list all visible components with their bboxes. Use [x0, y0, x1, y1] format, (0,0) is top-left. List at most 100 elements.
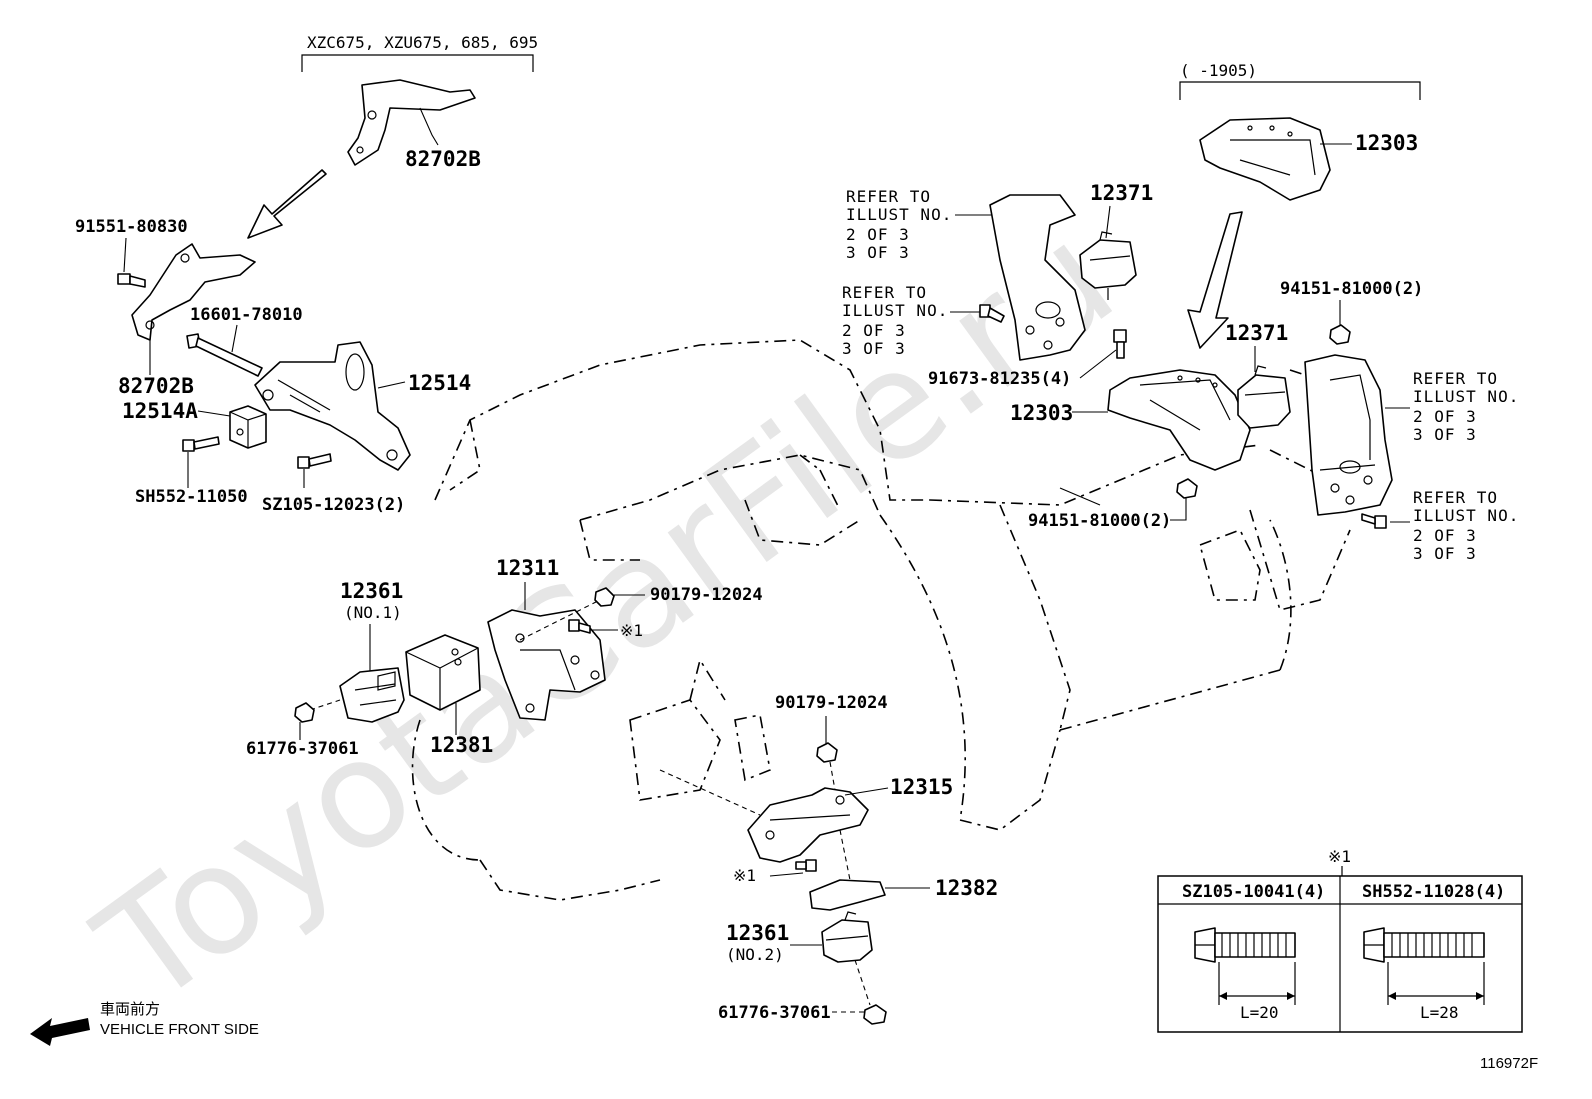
group-label-right: ( -1905): [1180, 61, 1257, 80]
bolt-SZ105-12023: [297, 453, 332, 488]
insulator-12371-b: [1237, 365, 1291, 429]
bolt-spec-table: ※1 SZ105-10041(4) SH552-11028(4) L=20 L=…: [1157, 847, 1523, 1033]
spacer-12514A: [197, 405, 267, 449]
refer-block-2: REFER TO ILLUST NO. 2 OF 3 3 OF 3: [842, 283, 980, 358]
cushion-12382: [809, 879, 930, 911]
label-12382: 12382: [935, 876, 998, 900]
insulator-12361-no2: [790, 911, 873, 963]
svg-text:ILLUST NO.: ILLUST NO.: [1413, 387, 1519, 406]
label-12303: 12303: [1010, 401, 1073, 425]
bracket-refer-3: [1304, 354, 1393, 516]
mount-12303-top: [1199, 117, 1352, 201]
bracket-refer-1: [989, 194, 1086, 361]
group-bracket-left: XZC675, XZU675, 685, 695: [301, 33, 538, 72]
table-col2-length: L=28: [1420, 1003, 1459, 1022]
label-12371-a: 12371: [1090, 181, 1153, 205]
nut-61776-b: [832, 1004, 887, 1025]
svg-text:3 OF 3: 3 OF 3: [1413, 425, 1477, 444]
mount-12303: [1072, 369, 1251, 471]
svg-text:ILLUST NO.: ILLUST NO.: [842, 301, 948, 320]
label-82702B-top: 82702B: [405, 147, 481, 171]
nut-90179-a: [594, 587, 645, 607]
bolt-16601: [186, 324, 263, 377]
front-side-indicator: 車両前方 VEHICLE FRONT SIDE: [30, 1001, 259, 1046]
svg-text:2 OF 3: 2 OF 3: [846, 225, 910, 244]
label-12514: 12514: [408, 371, 471, 395]
group-bracket-right: ( -1905): [1179, 61, 1421, 100]
label-91551-80830: 91551-80830: [75, 217, 188, 237]
label-12311: 12311: [496, 556, 559, 580]
label-12381: 12381: [430, 733, 493, 757]
svg-text:3 OF 3: 3 OF 3: [1413, 544, 1477, 563]
svg-text:3 OF 3: 3 OF 3: [846, 243, 910, 262]
svg-text:2 OF 3: 2 OF 3: [1413, 407, 1477, 426]
insulator-12371-a: [1079, 231, 1137, 300]
table-col2-part: SH552-11028(4): [1362, 882, 1505, 902]
label-12361-no2: 12361: [726, 921, 789, 945]
label-82702B: 82702B: [118, 374, 194, 398]
direction-arrow-left: [247, 169, 327, 239]
nut-94151-b: [1059, 478, 1198, 521]
engine-outline: [411, 339, 1351, 901]
bolt-refer-2: [979, 304, 1005, 323]
group-label-left: XZC675, XZU675, 685, 695: [307, 33, 538, 52]
bracket-82702B: [131, 243, 256, 375]
bolt-91551: [117, 237, 146, 288]
label-12303-top: 12303: [1355, 131, 1418, 155]
label-SZ105-12023: SZ105-12023(2): [262, 495, 405, 515]
label-91673-81235: 91673-81235(4): [928, 369, 1071, 389]
diagram-id: 116972F: [1480, 1055, 1538, 1072]
nut-94151-a: [1329, 300, 1351, 345]
table-col1-part: SZ105-10041(4): [1182, 882, 1325, 902]
bolt-ref1-a: [568, 619, 618, 634]
refer-block-4: REFER TO ILLUST NO. 2 OF 3 3 OF 3: [1390, 488, 1519, 563]
label-94151-81000-a: 94151-81000(2): [1280, 279, 1423, 299]
label-SH552-11050: SH552-11050: [135, 487, 248, 507]
label-61776-37061-b: 61776-37061: [718, 1003, 831, 1023]
note-12361-no1: (NO.1): [344, 603, 402, 622]
svg-text:3 OF 3: 3 OF 3: [842, 339, 906, 358]
note-12361-no2: (NO.2): [726, 945, 784, 964]
bolt-SH552-11028-icon: [1363, 927, 1485, 1005]
bolt-SH552-11050: [182, 436, 220, 488]
svg-text:2 OF 3: 2 OF 3: [1413, 526, 1477, 545]
insulator-12361-no1: [339, 667, 405, 723]
label-90179-12024-a: 90179-12024: [650, 585, 763, 605]
table-marker: ※1: [1328, 847, 1351, 866]
nut-61776-a: [294, 702, 315, 740]
label-12361-no1: 12361: [340, 579, 403, 603]
svg-text:2 OF 3: 2 OF 3: [842, 321, 906, 340]
table-col1-length: L=20: [1240, 1003, 1279, 1022]
label-ref1-b: ※1: [733, 866, 756, 885]
bracket-82702B-top: [347, 79, 476, 166]
bracket-12311: [487, 609, 606, 721]
bolt-91673: [1079, 329, 1127, 379]
front-side-jp: 車両前方: [100, 1001, 160, 1018]
cushion-12381: [405, 634, 481, 735]
label-ref1-a: ※1: [620, 621, 643, 640]
label-12514A: 12514A: [122, 399, 198, 423]
label-12371-b: 12371: [1225, 321, 1288, 345]
svg-text:REFER TO: REFER TO: [1413, 369, 1498, 388]
refer-block-1: REFER TO ILLUST NO. 2 OF 3 3 OF 3: [846, 187, 992, 262]
bracket-12514: [254, 341, 411, 471]
bolt-refer-4: [1361, 513, 1387, 529]
label-94151-81000-b: 94151-81000(2): [1028, 511, 1171, 531]
front-arrow-icon: [30, 1018, 90, 1046]
label-90179-12024-b: 90179-12024: [775, 693, 888, 713]
direction-arrow-right: [1187, 211, 1243, 349]
bolt-SZ105-10041-icon: [1194, 927, 1296, 1005]
label-16601-78010: 16601-78010: [190, 305, 303, 325]
bracket-12315: [747, 787, 889, 863]
svg-text:REFER TO: REFER TO: [846, 187, 931, 206]
svg-text:ILLUST NO.: ILLUST NO.: [1413, 506, 1519, 525]
label-12315: 12315: [890, 775, 953, 799]
svg-text:REFER TO: REFER TO: [842, 283, 927, 302]
front-side-en: VEHICLE FRONT SIDE: [100, 1021, 259, 1038]
label-61776-37061-a: 61776-37061: [246, 739, 359, 759]
refer-block-3: REFER TO ILLUST NO. 2 OF 3 3 OF 3: [1385, 369, 1519, 444]
svg-text:REFER TO: REFER TO: [1413, 488, 1498, 507]
nut-90179-b: [816, 742, 838, 763]
